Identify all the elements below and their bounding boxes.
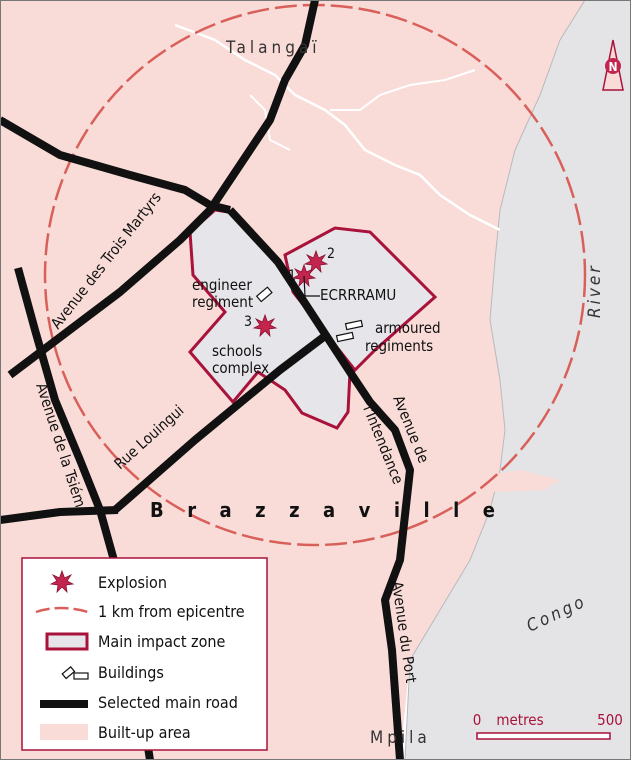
road-north-diag xyxy=(7,0,319,379)
place-label-talangai: Talangaï xyxy=(225,38,321,58)
legend-buildings-icon xyxy=(61,665,89,680)
place-label-mpila: Mpila xyxy=(370,728,431,748)
building-engineer xyxy=(255,286,273,303)
congo-river xyxy=(404,0,631,760)
armoured-label-2: regiments xyxy=(365,337,433,355)
scale-min: 0 xyxy=(473,711,482,729)
engineer-label-1: engineer xyxy=(192,276,252,294)
legend-item-radius: 1 km from epicentre xyxy=(98,602,245,621)
island xyxy=(470,470,560,492)
explosion-label-1: 1 xyxy=(288,268,296,284)
stream xyxy=(174,23,501,232)
road-louingui xyxy=(112,332,328,514)
scale-unit: metres xyxy=(496,711,543,729)
legend-item-buildings: Buildings xyxy=(98,663,164,682)
legend-item-explosion: Explosion xyxy=(98,573,167,592)
ecrrramu-leader xyxy=(303,275,320,297)
explosion-label-2: 2 xyxy=(327,246,335,262)
scale-bar: metres 0 500 xyxy=(473,711,623,740)
legend-road-icon xyxy=(40,700,88,708)
north-label: N xyxy=(608,60,617,74)
legend-item-road: Selected main road xyxy=(98,693,238,712)
legend-builtup-icon xyxy=(40,724,88,740)
north-arrow: N xyxy=(602,39,624,91)
road-intendance xyxy=(227,207,414,760)
explosion-label-3: 3 xyxy=(244,314,252,330)
schools-label-1: schools xyxy=(212,342,262,360)
legend: Explosion 1 km from epicentre Main impac… xyxy=(21,557,268,751)
engineer-label-2: regiment xyxy=(192,293,253,311)
schools-label-2: complex xyxy=(212,359,269,377)
scale-max: 500 xyxy=(597,711,623,729)
legend-radius-icon xyxy=(35,606,89,614)
road-southwest xyxy=(0,506,119,524)
road-network xyxy=(0,0,414,760)
legend-impact-icon xyxy=(45,632,89,651)
stream xyxy=(330,69,476,111)
legend-item-impact: Main impact zone xyxy=(98,632,226,651)
armoured-label-1: armoured xyxy=(375,319,441,337)
legend-item-builtup: Built-up area xyxy=(98,723,191,742)
building-armoured-1 xyxy=(344,319,364,331)
ecrrramu-label: ECRRRAMU xyxy=(320,286,396,304)
river-label: River xyxy=(585,263,605,318)
building-armoured-2 xyxy=(335,331,355,343)
